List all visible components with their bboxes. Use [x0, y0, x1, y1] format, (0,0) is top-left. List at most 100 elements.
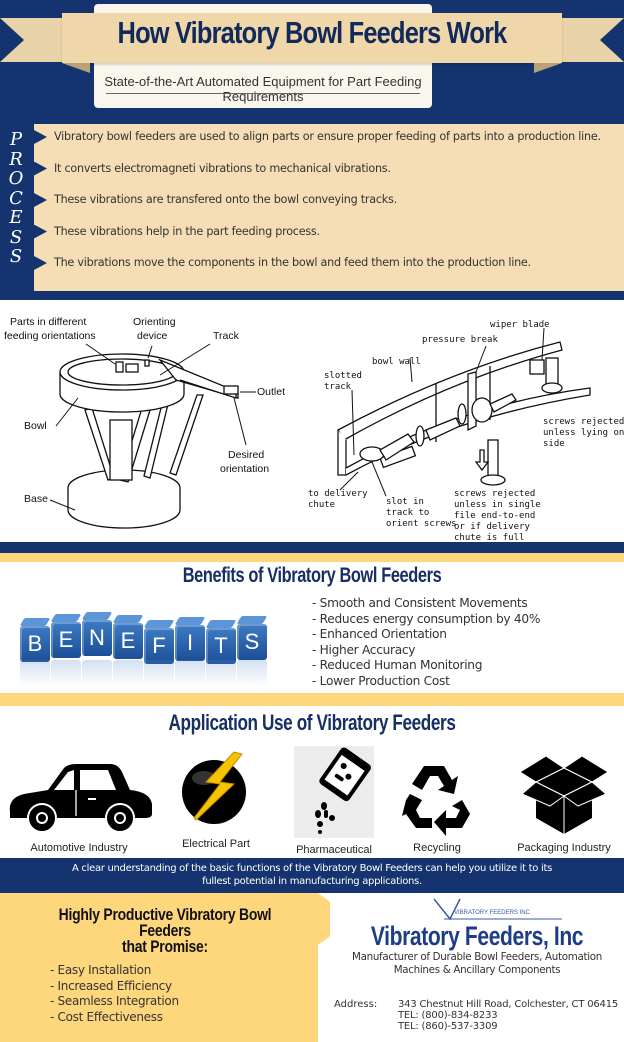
process-step-text: Vibratory bowl feeders are used to align… — [54, 130, 601, 143]
applications-section: Application Use of Vibratory Feeders Aut… — [0, 706, 624, 858]
application-automotive: Automotive Industry — [4, 760, 154, 854]
phone-1: TEL: (800)-834-8233 — [398, 1010, 498, 1022]
label-desired-2: orientation — [220, 463, 269, 475]
process-step-text: The vibrations move the components in th… — [54, 256, 531, 269]
promise-item: - Easy Installation — [50, 963, 152, 977]
application-label: Electrical Part — [182, 838, 250, 850]
ribbon-fold-right — [534, 63, 562, 73]
page-subtitle: State-of-the-Art Automated Equipment for… — [104, 74, 422, 104]
process-step-text: These vibrations are transfered onto the… — [54, 193, 397, 206]
benefits-section: Benefits of Vibratory Bowl Feeders B E N… — [0, 562, 624, 693]
arrow-marker-icon — [34, 161, 47, 176]
benefit-item: - Reduced Human Monitoring — [312, 658, 483, 673]
promise-item: - Cost Effectiveness — [50, 1009, 163, 1024]
ribbon-fold-left — [62, 63, 90, 73]
applications-title: Application Use of Vibratory Feeders — [168, 710, 456, 735]
cube: B — [19, 618, 51, 662]
label-rejected-side: screws rejected — [543, 417, 624, 427]
benefit-item: - Lower Production Cost — [312, 673, 450, 688]
bowl-feeder-diagram: Parts in different feeding orientations … — [4, 316, 285, 529]
promise-title: Highly Productive Vibratory Bowl Feeders… — [40, 905, 291, 956]
label-bowl-wall: bowl wall — [372, 357, 421, 367]
label-pressure-break: pressure break — [422, 335, 498, 345]
process-step: Vibratory bowl feeders are used to align… — [34, 130, 624, 162]
process-letter: C — [9, 187, 23, 209]
promise-item: - Increased Efficiency — [50, 978, 172, 993]
process-letter: R — [9, 148, 23, 170]
process-letter: O — [8, 168, 24, 189]
application-label: Recycling — [413, 842, 461, 854]
application-label: Automotive Industry — [30, 842, 128, 854]
benefits-cubes-image: B E N E F I T S — [19, 612, 280, 690]
address-block: 343 Chestnut Hill Road, Colchester, CT 0… — [398, 999, 618, 1033]
label-rejected-single-5: chute is full — [454, 533, 524, 542]
application-packaging: Packaging Industry — [516, 746, 612, 854]
label-outlet: Outlet — [257, 386, 285, 398]
process-step-text: These vibrations help in the part feedin… — [54, 224, 320, 238]
company-description: Manufacturer of Durable Bowl Feeders, Au… — [330, 951, 624, 976]
diagram-section: Parts in different feeding orientations … — [0, 300, 624, 542]
arrow-marker-icon — [34, 224, 47, 239]
label-slotted-track-2: track — [324, 382, 352, 392]
process-letter: S — [9, 246, 23, 267]
process-step-text: It converts electromagneti vibrations to… — [54, 161, 391, 175]
cube: N — [81, 612, 113, 656]
process-list: Vibratory bowl feeders are used to align… — [34, 130, 624, 288]
arrow-marker-icon — [34, 256, 47, 270]
process-letter: E — [9, 207, 23, 228]
process-step: These vibrations help in the part feedin… — [34, 224, 624, 257]
label-slotted-track: slotted — [324, 371, 362, 381]
promise-item: - Seamless Integration — [50, 994, 179, 1008]
application-pharmaceutical: Pharmaceutical — [294, 746, 374, 856]
cube: T — [205, 620, 237, 664]
company-name: Vibratory Feeders, Inc — [370, 921, 584, 951]
label-bowl: Bowl — [24, 420, 47, 432]
label-rejected-side-3: side — [543, 439, 565, 449]
label-rejected-single-3: file end-to-end — [454, 511, 535, 521]
label-desired: Desired — [228, 449, 264, 461]
application-label: Pharmaceutical — [296, 844, 372, 856]
label-delivery-chute-2: chute — [308, 500, 335, 510]
benefit-item: - Enhanced Orientation — [312, 627, 447, 642]
benefit-item: - Reduces energy consumption by 40% — [312, 611, 541, 626]
divider-band — [0, 542, 624, 553]
box-icon — [519, 755, 609, 834]
label-slot: slot in — [386, 497, 424, 507]
lightning-icon — [182, 751, 246, 824]
label-rejected-single-2: unless in single — [454, 500, 541, 510]
cube: F — [143, 620, 175, 664]
note-line: fullest potential in manufacturing appli… — [202, 876, 422, 887]
label-delivery-chute: to delivery — [308, 489, 368, 499]
cube: E — [112, 615, 144, 659]
benefit-item: - Smooth and Consistent Movements — [312, 596, 528, 610]
note-line: A clear understanding of the basic funct… — [72, 863, 552, 874]
process-letter: P — [9, 129, 23, 150]
cube: S — [236, 616, 268, 660]
description-line: Manufacturer of Durable Bowl Feeders, Au… — [352, 951, 602, 963]
company-logo: VIBRATORY FEEDERS INC — [433, 898, 562, 921]
process-step: These vibrations are transfered onto the… — [34, 193, 624, 225]
divider-band — [0, 693, 624, 706]
car-icon — [9, 764, 153, 833]
street-address: 343 Chestnut Hill Road, Colchester, CT 0… — [398, 999, 619, 1010]
label-base: Base — [24, 493, 48, 505]
benefits-list: - Smooth and Consistent Movements - Redu… — [312, 596, 540, 690]
description-line: Machines & Ancillary Components — [393, 963, 561, 976]
process-section: P R O C E S S Vibratory bowl feeders are… — [0, 118, 624, 300]
promise-title-line: Highly Productive Vibratory Bowl Feeders — [58, 905, 272, 940]
header-banner: How Vibratory Bowl Feeders Work State-of… — [0, 0, 624, 124]
summary-note: A clear understanding of the basic funct… — [0, 858, 624, 893]
arrow-marker-icon — [34, 130, 47, 144]
phone-2: TEL: (860)-537-3309 — [398, 1021, 498, 1033]
promise-title-line: that Promise: — [122, 937, 208, 956]
company-info: VIBRATORY FEEDERS INC Vibratory Feeders,… — [330, 893, 624, 1042]
process-step: The vibrations move the components in th… — [34, 256, 624, 288]
screw-track-diagram: wiper blade pressure break bowl wall slo… — [308, 320, 624, 542]
label-rejected-single: screws rejected — [454, 489, 535, 499]
benefit-item: - Higher Accuracy — [312, 642, 416, 657]
process-step: It converts electromagneti vibrations to… — [34, 161, 624, 194]
benefits-title: Benefits of Vibratory Bowl Feeders — [182, 564, 442, 587]
label-rejected-side-2: unless lying on — [543, 428, 624, 438]
recycle-icon — [402, 766, 470, 836]
address-label: Address: — [334, 999, 378, 1010]
